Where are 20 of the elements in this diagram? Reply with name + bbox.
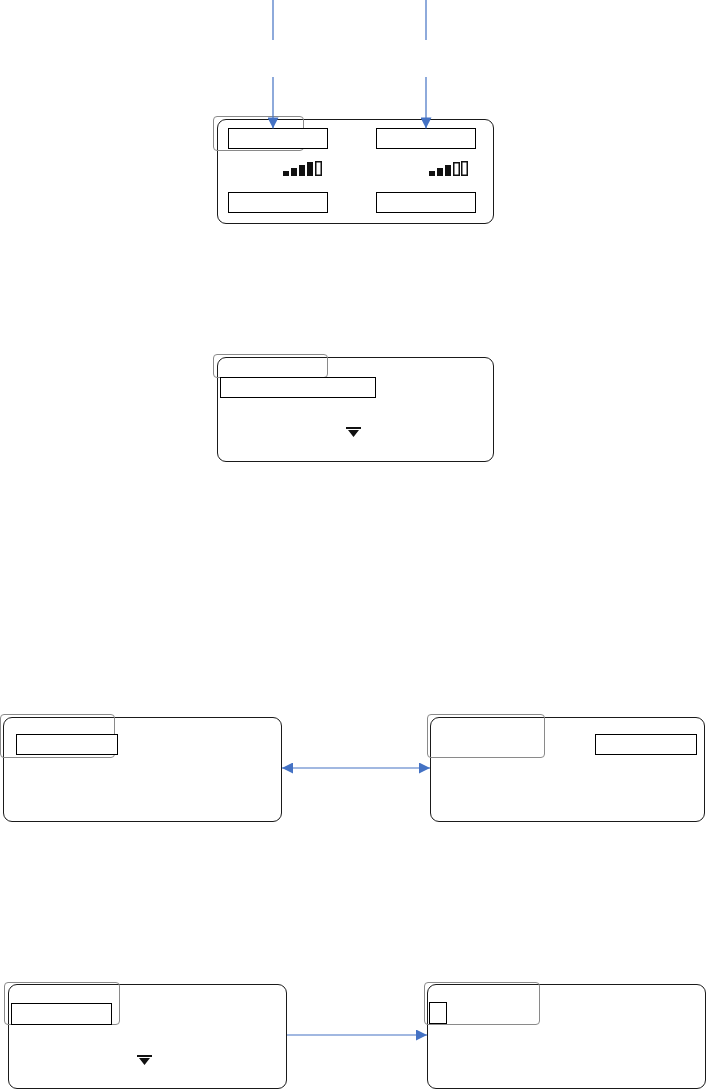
text-field (228, 192, 329, 214)
selection-frame (427, 714, 546, 759)
text-field (595, 734, 698, 756)
double-arrow (281, 762, 431, 774)
text-field (16, 734, 119, 756)
arrow (267, 0, 279, 129)
text-field (228, 128, 329, 150)
text-field (220, 377, 377, 399)
arrow (420, 0, 432, 129)
text-field (376, 128, 477, 150)
display-screen (430, 717, 705, 822)
selection-frame (4, 982, 121, 1026)
selection-frame (424, 982, 541, 1026)
text-field (11, 1003, 113, 1026)
display-screen (3, 717, 282, 822)
display-screen (427, 984, 706, 1089)
selection-frame (0, 714, 116, 759)
text-field (376, 192, 477, 214)
arrow (286, 1029, 428, 1041)
text-field (429, 1002, 448, 1025)
